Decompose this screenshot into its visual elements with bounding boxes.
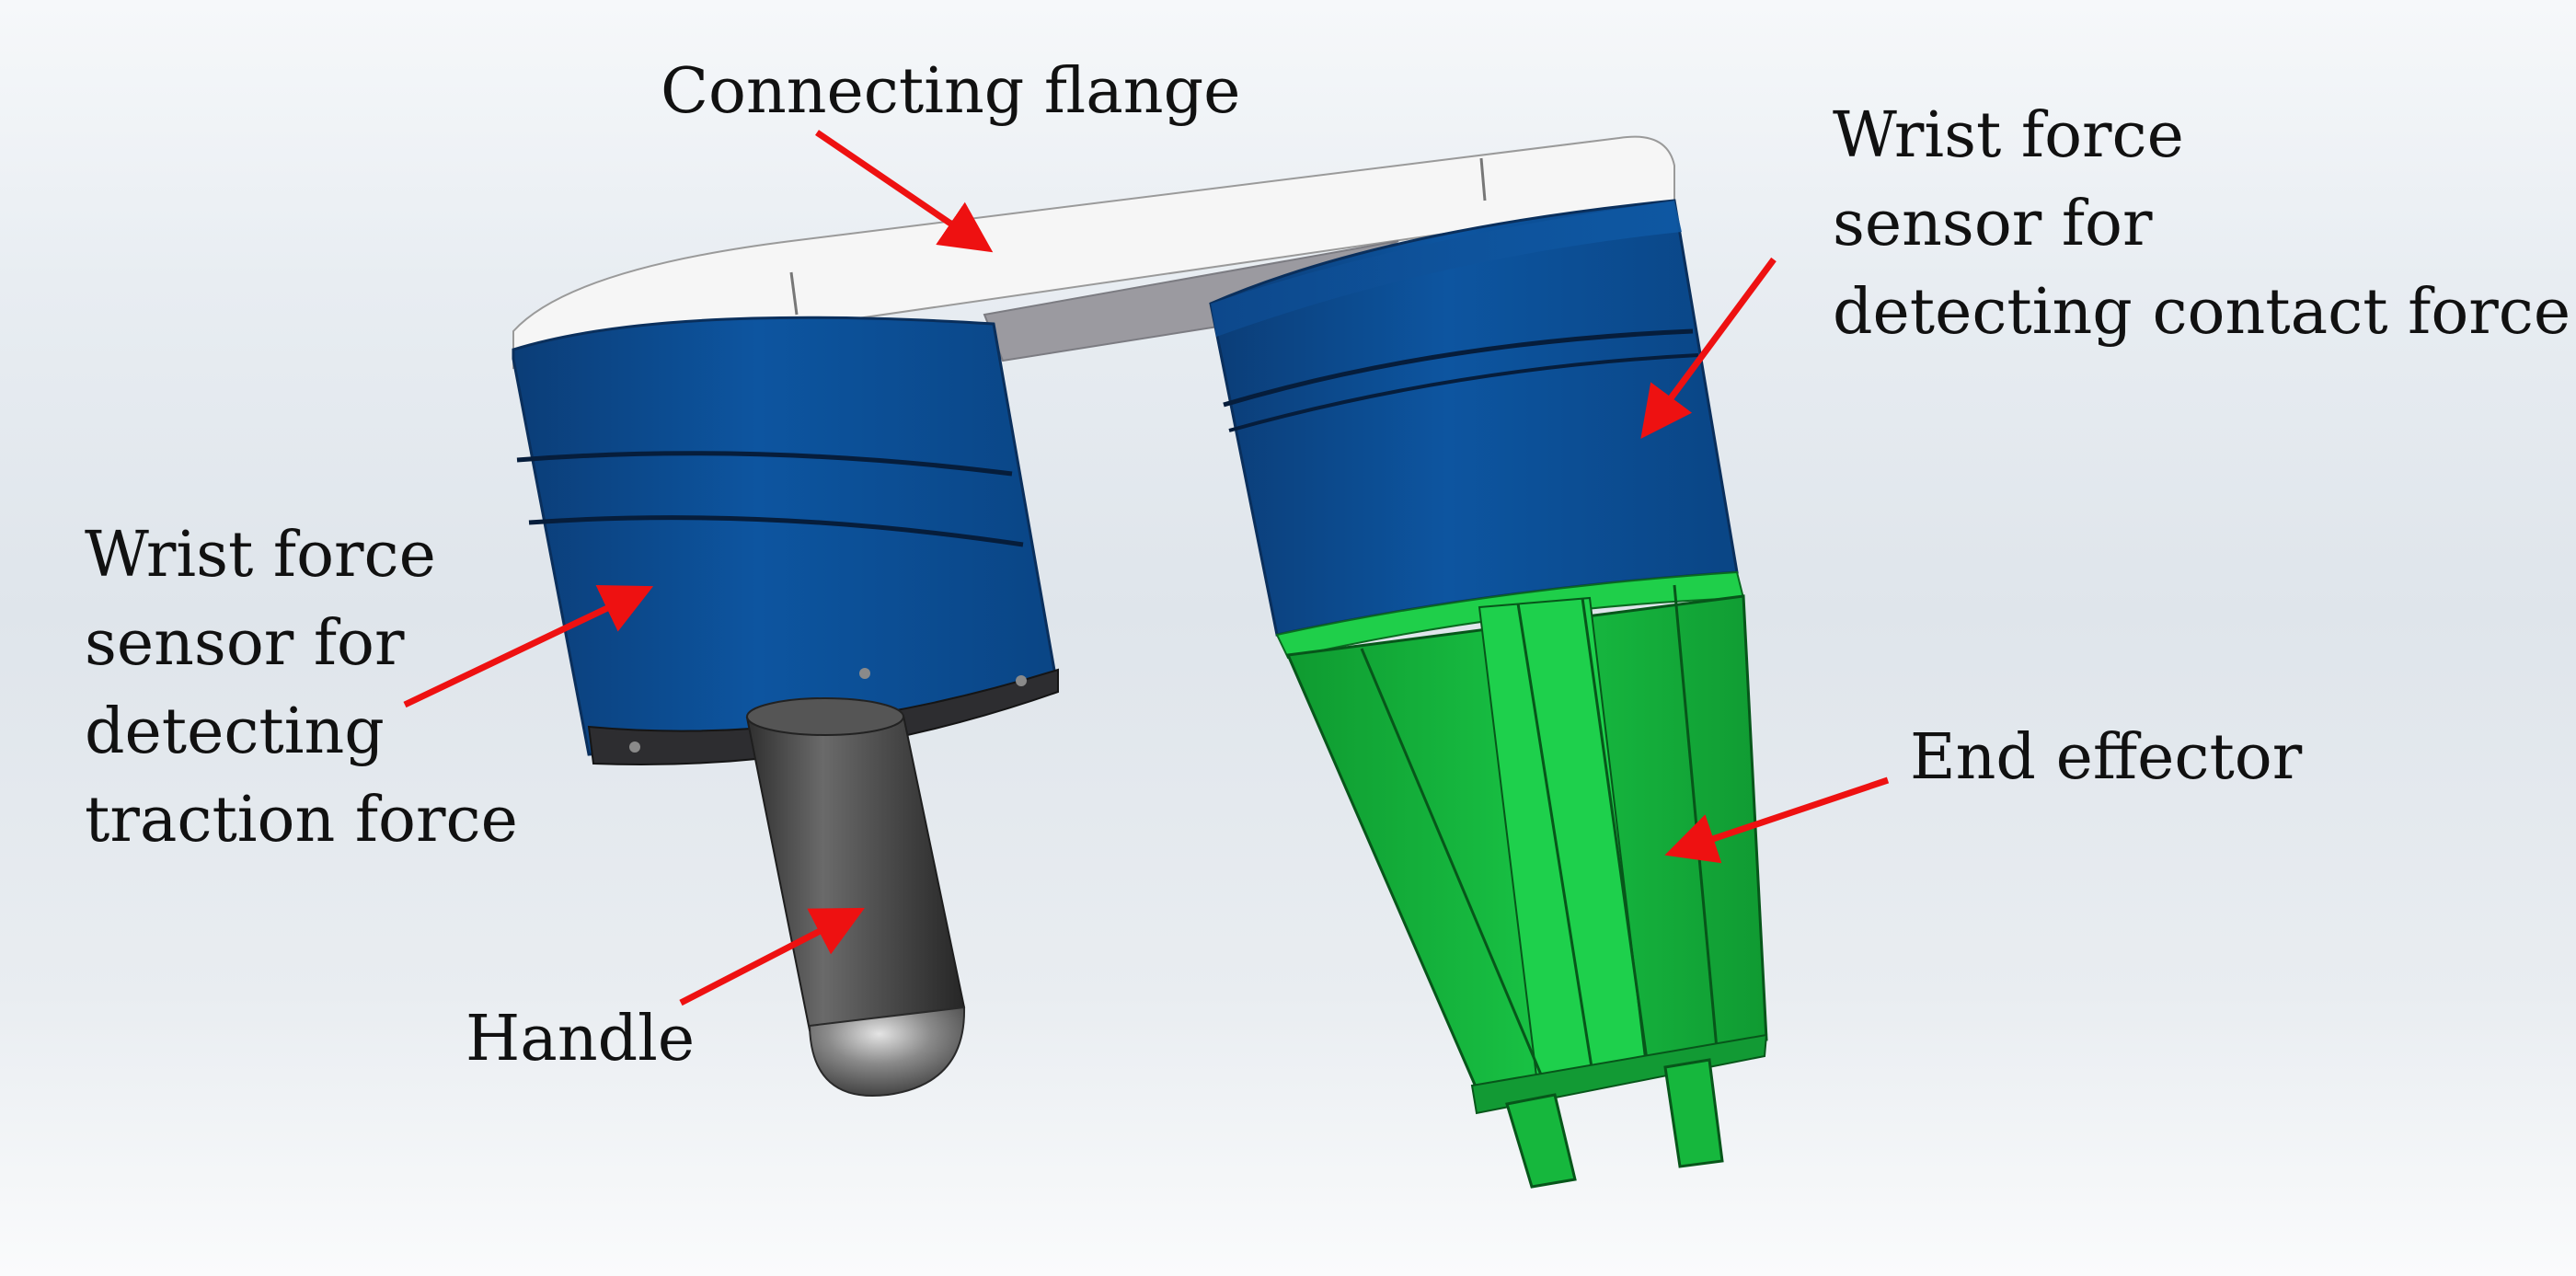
label-line: Wrist force xyxy=(85,519,436,592)
end-effector xyxy=(1275,570,1768,1189)
arrow-contact-force-sensor xyxy=(1640,257,1777,439)
label-connecting-flange: Connecting flange xyxy=(661,48,1240,136)
label-line: sensor for xyxy=(85,607,405,680)
label-handle: Handle xyxy=(466,995,695,1084)
label-line: sensor for xyxy=(1833,188,2153,260)
label-line: detecting contact force xyxy=(1833,276,2571,349)
label-line: Wrist force xyxy=(1833,99,2184,172)
traction-force-sensor xyxy=(512,316,1059,765)
label-line: detecting xyxy=(85,695,385,768)
label-traction-force-sensor: Wrist force sensor for detecting tractio… xyxy=(85,512,518,865)
label-line: End effector xyxy=(1910,721,2303,794)
label-line: traction force xyxy=(85,784,518,856)
arrow-traction-force-sensor xyxy=(403,585,654,708)
arrow-handle xyxy=(679,907,865,1006)
handle xyxy=(745,697,966,1097)
arrow-connecting-flange xyxy=(815,130,994,253)
leader-arrows xyxy=(403,130,1890,1006)
label-line: Handle xyxy=(466,1003,696,1075)
label-line: Connecting flange xyxy=(661,55,1241,128)
contact-force-sensor xyxy=(1209,199,1739,637)
label-end-effector: End effector xyxy=(1910,714,2302,802)
label-contact-force-sensor: Wrist force sensor for detecting contact… xyxy=(1833,92,2570,357)
arrow-end-effector xyxy=(1664,776,1890,864)
